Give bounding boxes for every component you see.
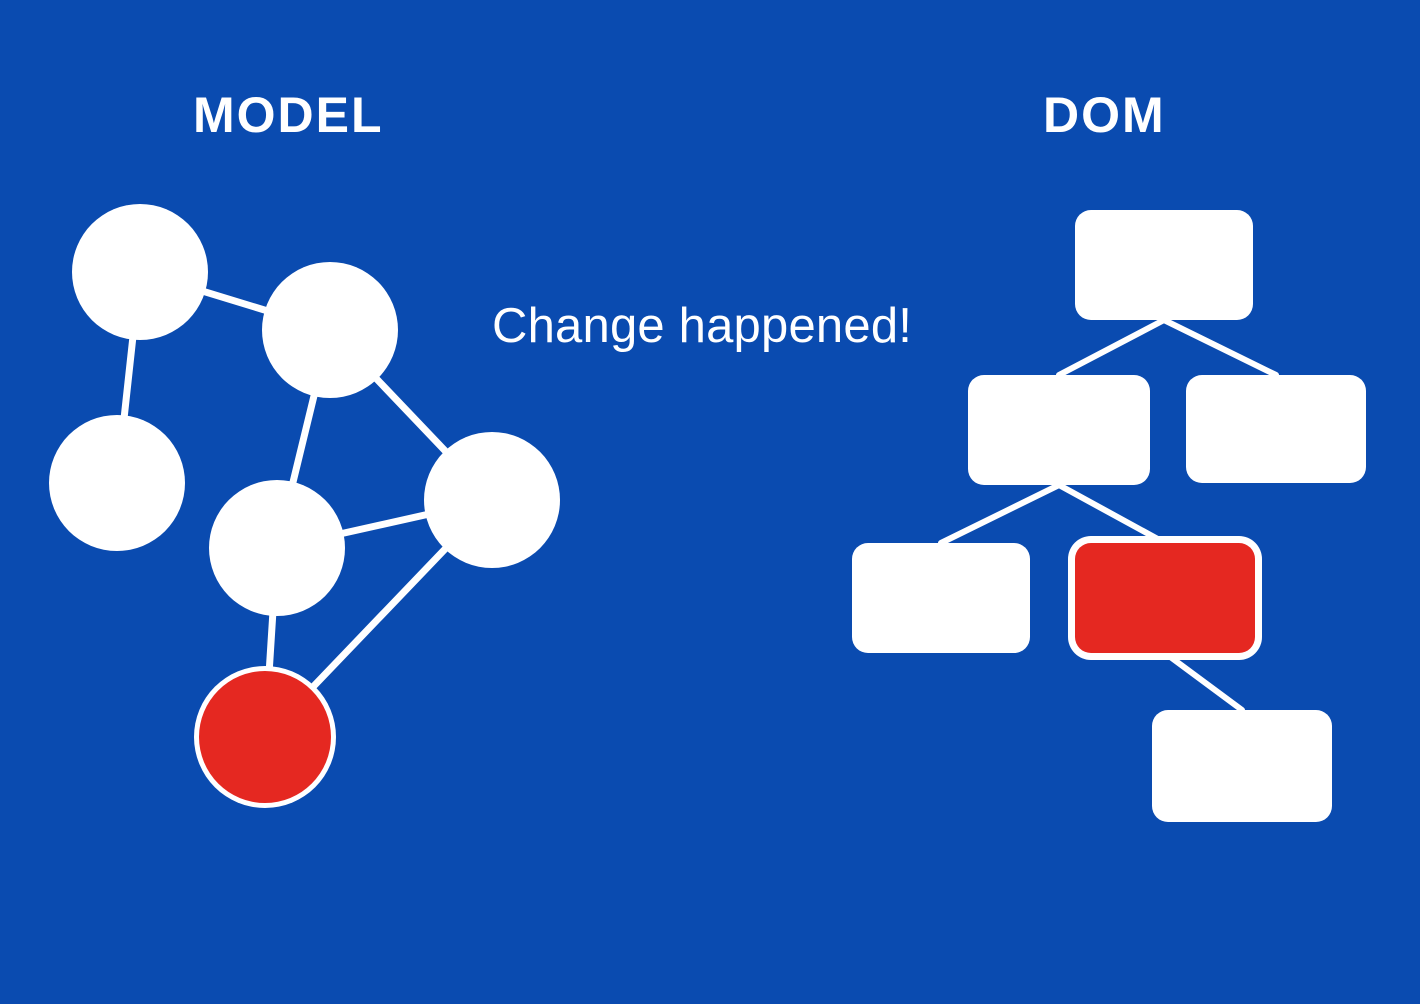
model-node[interactable] (72, 204, 208, 340)
dom-node[interactable] (968, 375, 1150, 485)
page-title-dom: DOM (1043, 87, 1166, 143)
dom-node[interactable] (1152, 710, 1332, 822)
dom-node-changed[interactable] (1075, 543, 1255, 653)
model-node[interactable] (424, 432, 560, 568)
dom-node[interactable] (852, 543, 1030, 653)
page-title-model: MODEL (193, 87, 384, 143)
dom-edge (1056, 317, 1167, 378)
dom-edge (938, 482, 1062, 546)
model-node[interactable] (262, 262, 398, 398)
dom-node[interactable] (1075, 210, 1253, 320)
dom-edge (1162, 650, 1245, 713)
dom-edge (1161, 317, 1279, 378)
dom-node[interactable] (1186, 375, 1366, 483)
dom-edge (1056, 482, 1168, 546)
model-node[interactable] (49, 415, 185, 551)
model-node-changed[interactable] (199, 671, 331, 803)
model-node[interactable] (209, 480, 345, 616)
change-happened-caption: Change happened! (492, 299, 913, 353)
